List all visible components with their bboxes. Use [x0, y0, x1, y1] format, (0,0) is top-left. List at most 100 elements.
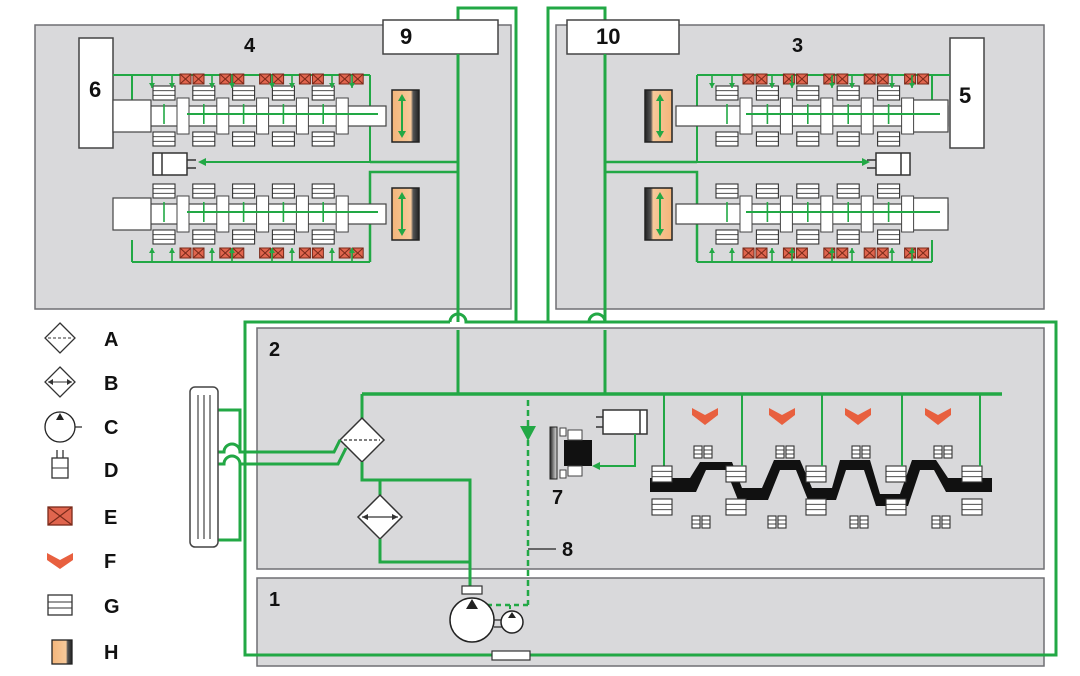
cross-box-icon: [192, 247, 205, 259]
bearing-icon: [311, 229, 335, 245]
bearing-icon: [192, 229, 216, 245]
camshaft-left-lower: [112, 183, 387, 259]
bearing-icon: [311, 183, 335, 199]
block-6: [78, 37, 114, 149]
bearing-icon: [152, 183, 176, 199]
oil-cooler: [189, 386, 219, 548]
bearing-icon: [715, 183, 739, 199]
bearing-icon: [859, 515, 869, 529]
bearing-icon: [715, 229, 739, 245]
legend-letter-b: B: [104, 373, 118, 395]
cross-box-icon: [876, 247, 889, 259]
cross-box-icon: [259, 247, 272, 259]
bearing-icon: [651, 498, 673, 516]
legend-piston-icon: [51, 450, 69, 479]
box-9: [382, 19, 499, 55]
cross-box-icon: [917, 247, 930, 259]
bearing-icon: [152, 85, 176, 101]
box-10: [566, 19, 680, 55]
bearing-icon: [777, 515, 787, 529]
bearing-icon: [271, 229, 295, 245]
bearing-icon: [755, 183, 779, 199]
cross-box-icon: [311, 247, 324, 259]
bearing-icon: [703, 445, 713, 459]
bearing-icon: [755, 131, 779, 147]
bearing-icon: [796, 229, 820, 245]
bearing-icon: [691, 515, 701, 529]
legend-letter-f: F: [104, 551, 116, 573]
tensioner-left: [152, 152, 196, 176]
bearing-icon: [232, 183, 256, 199]
zone-4-label: 4: [244, 35, 256, 57]
nozzle-icon: [769, 408, 795, 425]
bearing-icon: [931, 515, 941, 529]
bearing-icon: [693, 445, 703, 459]
cross-box-icon: [755, 247, 768, 259]
box-10-label: 10: [596, 24, 620, 49]
vibration-damper: [549, 426, 592, 480]
bearing-icon: [805, 498, 827, 516]
bearing-icon: [836, 229, 860, 245]
return-loop-line: [243, 6, 1058, 657]
bearing-icon: [192, 85, 216, 101]
feed-line-left: [456, 6, 518, 322]
head3-lower-feed: [605, 170, 699, 262]
bearing-icon: [192, 183, 216, 199]
phaser-left-upper: [391, 89, 420, 143]
zone-3-label: 3: [792, 35, 803, 57]
bearing-icon: [311, 85, 335, 101]
bearing-icon: [849, 515, 859, 529]
bearing-icon: [152, 131, 176, 147]
legend-letter-c: C: [104, 417, 118, 439]
camshaft-right-upper: [675, 73, 949, 147]
head4-lower-feed: [368, 170, 458, 262]
cross-box-icon: [863, 247, 876, 259]
bearing-icon: [725, 498, 747, 516]
legend-letter-e: E: [104, 507, 117, 529]
bearing-icon: [651, 465, 673, 483]
head3-feed: [603, 54, 697, 164]
bearing-icon: [767, 515, 777, 529]
bearing-icon: [232, 229, 256, 245]
legend-filter-dashed-icon: [44, 322, 76, 354]
bearing-icon: [796, 85, 820, 101]
cross-box-icon: [272, 73, 285, 85]
cross-box-icon: [836, 73, 849, 85]
bearing-icon: [877, 229, 901, 245]
cross-box-icon: [755, 73, 768, 85]
oil-pan-panel: [256, 577, 1045, 667]
tensioner-block: [596, 409, 648, 435]
block-5-label: 5: [959, 83, 971, 108]
bearing-icon: [271, 85, 295, 101]
bearing-icon: [192, 131, 216, 147]
bearing-icon: [271, 131, 295, 147]
cross-box-icon: [298, 247, 311, 259]
piston-cooling-nozzles: [692, 408, 951, 425]
phaser-left-lower: [391, 187, 420, 241]
cross-box-icon: [298, 73, 311, 85]
bearing-icon: [836, 183, 860, 199]
legend-letter-g: G: [104, 596, 120, 618]
cross-box-icon: [742, 73, 755, 85]
bearing-icon: [715, 131, 739, 147]
bearing-icon: [961, 465, 983, 483]
nozzle-icon: [845, 408, 871, 425]
bearing-icon: [885, 498, 907, 516]
block-5: [949, 37, 985, 149]
bearing-icon: [796, 131, 820, 147]
bearing-icon: [933, 445, 943, 459]
legend-phaser-icon: [51, 639, 73, 665]
head4-feed: [370, 54, 460, 164]
cross-box-icon: [192, 73, 205, 85]
line-crossover: [448, 312, 607, 324]
cross-box-icon: [795, 73, 808, 85]
nozzle-icon: [925, 408, 951, 425]
cross-box-icon: [742, 247, 755, 259]
cross-box-icon: [232, 247, 245, 259]
cross-box-icon: [179, 73, 192, 85]
bearing-icon: [271, 183, 295, 199]
legend-letter-a: A: [104, 329, 118, 351]
legend-letter-h: H: [104, 642, 118, 664]
zone-2-label: 2: [269, 339, 280, 361]
